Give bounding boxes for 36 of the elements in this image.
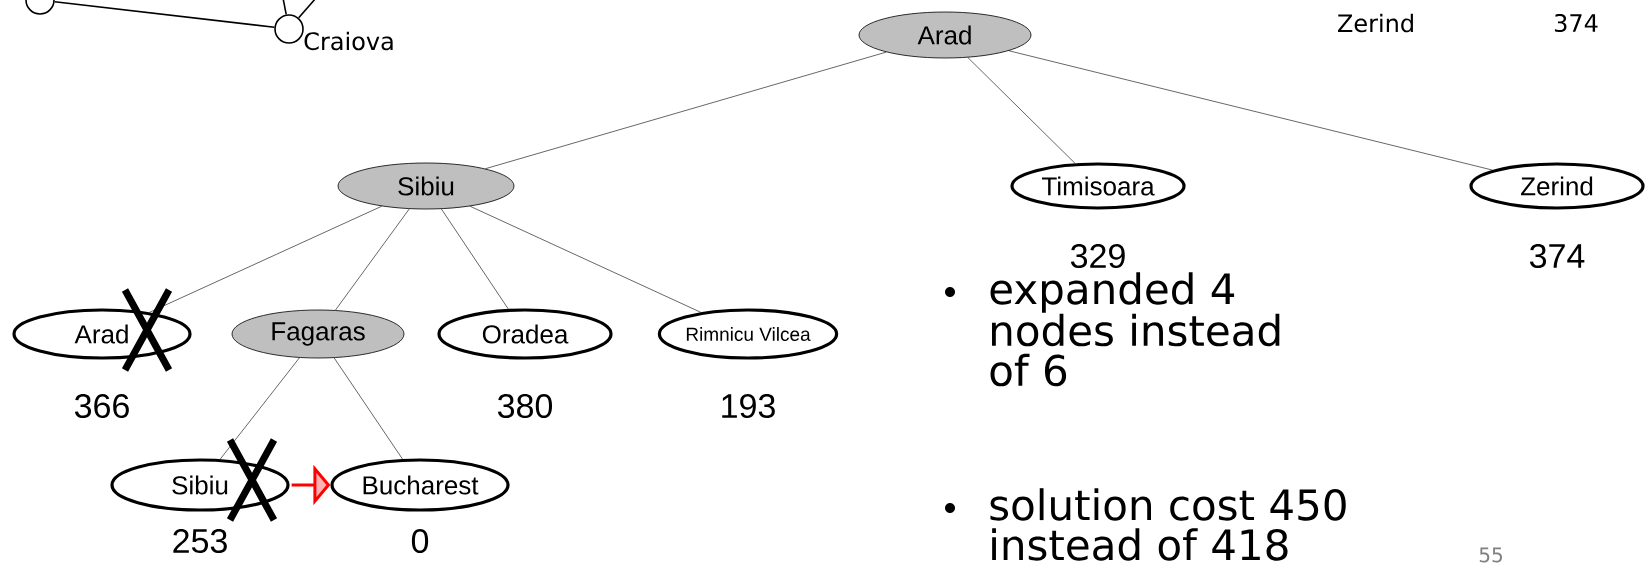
table-text: 374 — [1554, 13, 1598, 33]
bullet-text: expanded 4 nodes instead of 6 — [990, 272, 1280, 387]
tree-edge — [441, 208, 509, 310]
heuristic-value: 366 — [74, 393, 129, 419]
tree-edge — [53, 0, 276, 29]
tree-edge — [219, 357, 300, 460]
ellipse-node: Sibiu — [337, 162, 515, 210]
ellipse-node: Oradea — [437, 308, 613, 360]
table-text: Zerind — [1338, 13, 1413, 33]
page-number: 55 — [1479, 547, 1502, 563]
ellipse-node: Fagaras — [231, 309, 405, 359]
ellipse-node: Arad — [858, 11, 1032, 59]
tree-edge — [335, 208, 410, 311]
ellipse-node: Sibiu — [110, 458, 290, 512]
tree-edge — [333, 357, 403, 460]
heuristic-value: 193 — [722, 393, 775, 419]
ellipse-node: Rimnicu Vilcea — [657, 308, 839, 360]
ellipse-node: Arad — [12, 308, 192, 360]
ellipse-node: Zerind — [1469, 162, 1645, 210]
tree-edge — [967, 57, 1076, 164]
tree-edge — [1008, 50, 1493, 171]
heuristic-value: 380 — [497, 393, 553, 419]
tree-edge — [469, 206, 701, 313]
tree-edge — [282, 0, 287, 16]
bullet-text: solution cost 450 instead of 418 — [990, 488, 1346, 561]
heuristic-value: 374 — [1529, 243, 1585, 269]
ellipse-node: Timisoara — [1010, 162, 1186, 210]
ellipse-node: Bucharest — [330, 458, 510, 512]
heuristic-value: 253 — [173, 528, 227, 554]
tree-edge — [485, 51, 887, 169]
city-name: Craiova — [304, 31, 393, 51]
heuristic-value: 0 — [411, 528, 429, 554]
tree-edge — [297, 0, 317, 19]
circle-node — [274, 14, 304, 44]
heuristic-value: 329 — [1070, 243, 1125, 269]
tree-edge — [149, 205, 382, 313]
